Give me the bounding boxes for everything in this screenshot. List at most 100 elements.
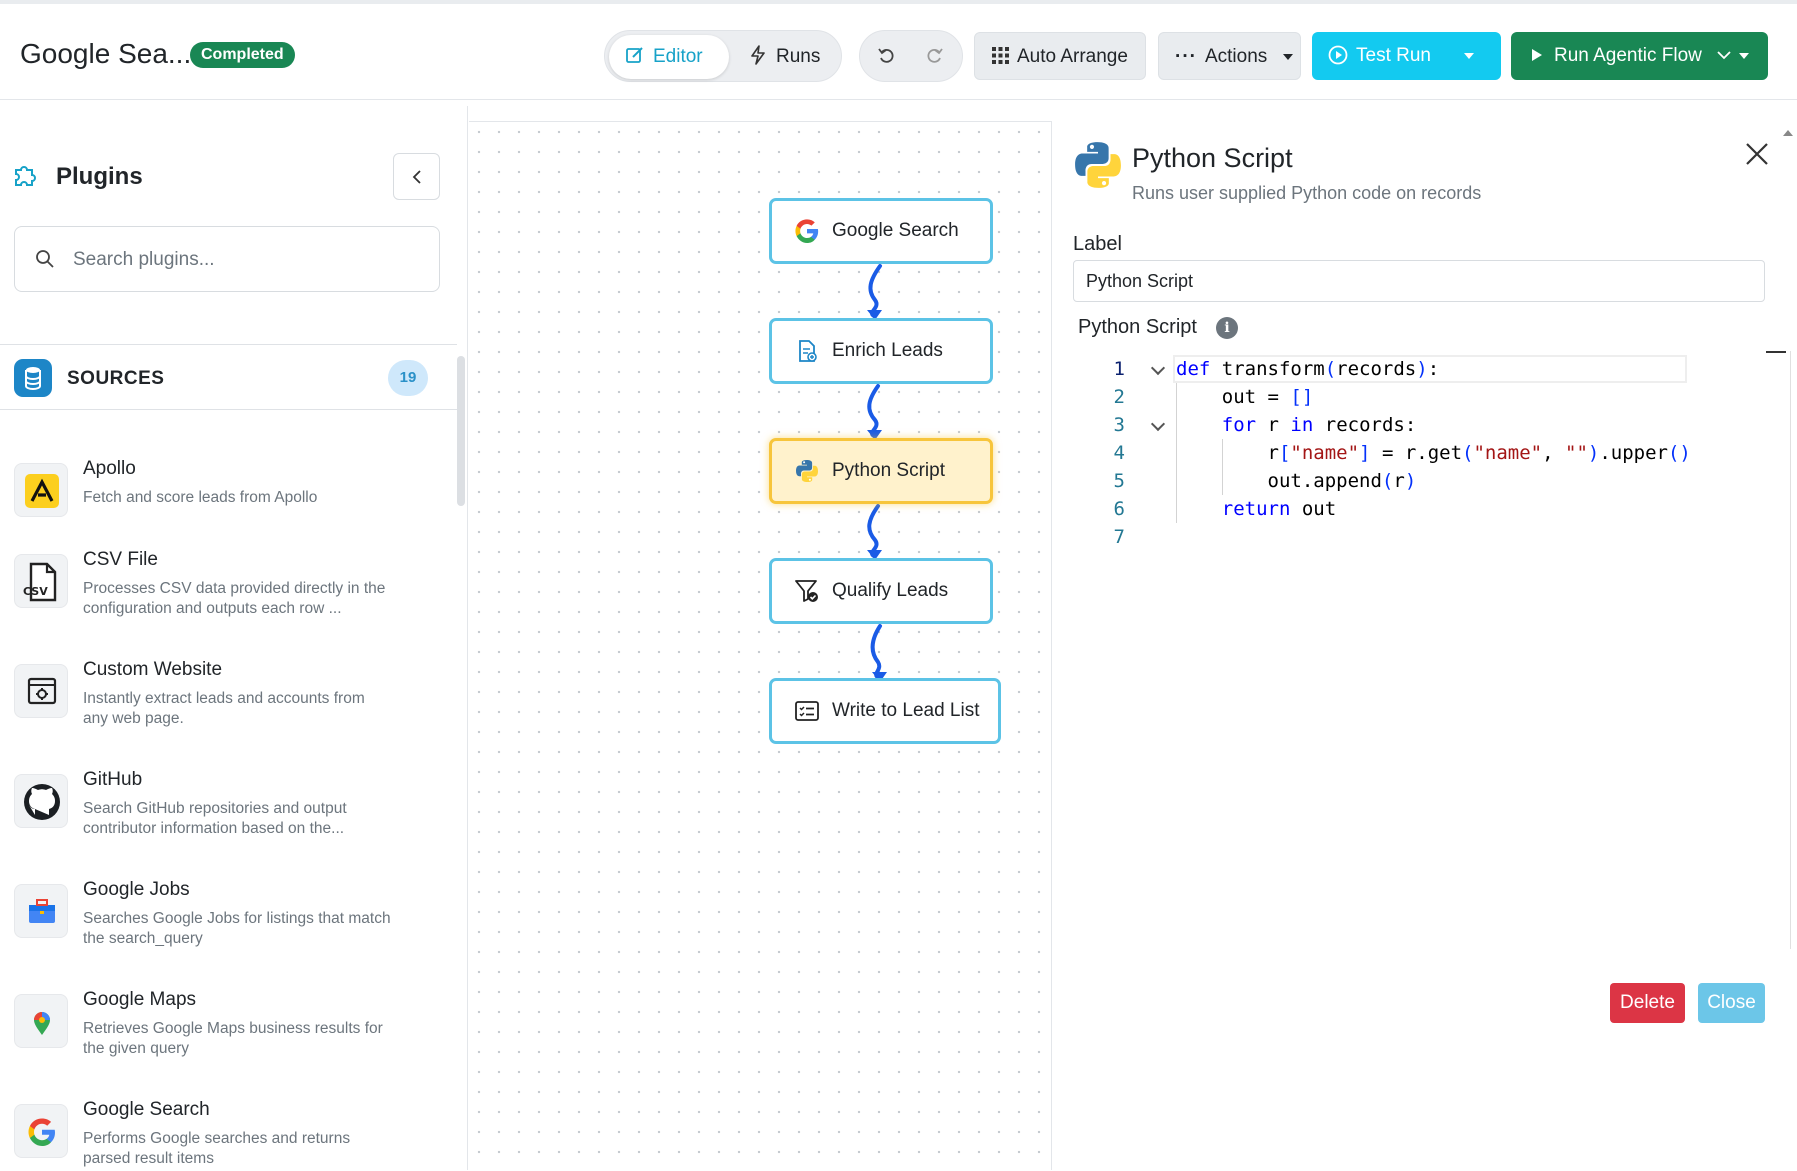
edge-3 bbox=[867, 504, 880, 558]
edge-2 bbox=[867, 384, 880, 438]
plugin-item-google-jobs[interactable]: Google Jobs Searches Google Jobs for lis… bbox=[0, 879, 460, 984]
code-line: 5 out.append(r) bbox=[1073, 467, 1773, 495]
sources-count-badge: 19 bbox=[388, 360, 428, 396]
run-flow-button[interactable]: Run Agentic Flow bbox=[1511, 32, 1768, 80]
plugin-item-csv-file[interactable]: CSV CSV File Processes CSV data provided… bbox=[0, 549, 460, 654]
filter-icon bbox=[795, 580, 818, 602]
delete-button[interactable]: Delete bbox=[1610, 983, 1685, 1023]
collapse-sidebar-button[interactable] bbox=[393, 153, 440, 200]
code-line: 1 def transform(records): bbox=[1073, 355, 1773, 383]
tab-runs[interactable]: Runs bbox=[733, 35, 837, 79]
test-run-caret-icon[interactable] bbox=[1464, 53, 1474, 59]
editor-scrollbar-edge bbox=[1790, 351, 1791, 949]
test-run-button[interactable]: Test Run bbox=[1312, 32, 1501, 80]
close-button[interactable]: Close bbox=[1698, 983, 1765, 1023]
node-label: Enrich Leads bbox=[832, 340, 943, 361]
label-field[interactable]: Python Script bbox=[1073, 260, 1765, 302]
csv-file-icon: CSV bbox=[14, 554, 68, 608]
line-number: 1 bbox=[1113, 358, 1125, 380]
node-label: Python Script bbox=[832, 460, 945, 481]
code-line: 6 return out bbox=[1073, 495, 1773, 523]
plugin-name: GitHub bbox=[83, 769, 143, 790]
sources-section-header[interactable]: SOURCES 19 bbox=[0, 344, 457, 410]
redo-icon[interactable] bbox=[924, 46, 944, 66]
fold-chevron-icon[interactable] bbox=[1150, 416, 1166, 432]
info-icon[interactable]: i bbox=[1216, 317, 1238, 339]
label-heading: Label bbox=[1073, 233, 1122, 255]
flow-node-python-script[interactable]: Python Script bbox=[769, 438, 993, 504]
plugin-description: Performs Google searches and returns par… bbox=[83, 1130, 351, 1167]
edit-icon bbox=[626, 47, 643, 63]
plugin-item-google-search[interactable]: Google Search Performs Google searches a… bbox=[0, 1099, 460, 1170]
code-text: out.append(r) bbox=[1176, 470, 1417, 492]
status-badge: Completed bbox=[190, 42, 295, 68]
tab-runs-label: Runs bbox=[776, 46, 821, 67]
code-line: 2 out = [] bbox=[1073, 383, 1773, 411]
edge-arrow-icon bbox=[867, 310, 882, 320]
flow-node-enrich-leads[interactable]: Enrich Leads bbox=[769, 318, 993, 384]
actions-dropdown[interactable]: ··· Actions bbox=[1158, 32, 1301, 80]
fold-chevron-icon[interactable] bbox=[1150, 360, 1166, 376]
indent-guide bbox=[1176, 383, 1177, 523]
run-flow-caret-icon[interactable] bbox=[1739, 53, 1749, 59]
node-label: Qualify Leads bbox=[832, 580, 949, 601]
plugin-name: Google Jobs bbox=[83, 879, 190, 900]
plugin-name: Custom Website bbox=[83, 659, 223, 680]
plugin-search-placeholder: Search plugins... bbox=[73, 249, 215, 270]
document-icon bbox=[799, 340, 817, 362]
code-line: 3 for r in records: bbox=[1073, 411, 1773, 439]
play-circle-icon bbox=[1328, 45, 1348, 65]
more-icon: ··· bbox=[1175, 46, 1197, 67]
auto-arrange-button[interactable]: Auto Arrange bbox=[974, 32, 1146, 80]
python-icon bbox=[1075, 142, 1121, 188]
chevron-left-icon bbox=[412, 170, 421, 184]
plugin-name: Google Search bbox=[83, 1099, 210, 1120]
github-icon bbox=[14, 774, 68, 828]
tab-editor-label: Editor bbox=[653, 46, 703, 67]
tab-editor[interactable]: Editor bbox=[609, 35, 729, 79]
plugin-description: Processes CSV data provided directly in … bbox=[83, 580, 386, 617]
lightning-icon bbox=[751, 45, 765, 65]
code-text: r["name"] = r.get("name", "").upper() bbox=[1176, 442, 1691, 464]
code-text: for r in records: bbox=[1221, 414, 1417, 436]
plugin-search-field[interactable]: Search plugins... bbox=[14, 226, 440, 292]
script-heading: Python Script bbox=[1078, 316, 1197, 338]
undo-icon[interactable] bbox=[877, 46, 897, 66]
flow-node-write-to-lead-list[interactable]: Write to Lead List bbox=[769, 678, 1001, 744]
code-editor[interactable]: 1 def transform(records): 2 out = [] 3 f… bbox=[1073, 351, 1793, 951]
plugin-name: Apollo bbox=[83, 458, 136, 479]
line-number: 3 bbox=[1113, 414, 1125, 436]
database-icon bbox=[14, 359, 52, 397]
plugin-description: Searches Google Jobs for listings that m… bbox=[83, 910, 391, 947]
auto-arrange-label: Auto Arrange bbox=[1017, 46, 1128, 67]
flow-title: Google Sea... bbox=[20, 38, 192, 69]
chevron-down-icon bbox=[1717, 51, 1731, 60]
actions-label: Actions bbox=[1204, 46, 1268, 67]
indent-guide bbox=[1222, 439, 1223, 495]
grid-icon bbox=[992, 47, 1009, 64]
flow-node-qualify-leads[interactable]: Qualify Leads bbox=[769, 558, 993, 624]
plugin-description: Fetch and score leads from Apollo bbox=[83, 489, 318, 506]
play-icon bbox=[1532, 49, 1542, 61]
plugins-sidebar: Plugins Search plugins... SOURCES 19 Apo… bbox=[0, 106, 468, 1170]
plugin-item-github[interactable]: GitHub Search GitHub repositories and ou… bbox=[0, 769, 460, 874]
flow-node-google-search[interactable]: Google Search bbox=[769, 198, 993, 264]
puzzle-icon bbox=[15, 166, 36, 186]
scroll-up-icon[interactable] bbox=[1782, 128, 1794, 138]
run-flow-label: Run Agentic Flow bbox=[1554, 45, 1702, 66]
plugin-item-apollo[interactable]: Apollo Fetch and score leads from Apollo bbox=[0, 458, 460, 563]
google-icon bbox=[14, 1104, 68, 1158]
plugin-item-google-maps[interactable]: Google Maps Retrieves Google Maps busine… bbox=[0, 989, 460, 1094]
code-line: 7 bbox=[1073, 523, 1773, 551]
plugin-description: Search GitHub repositories and output co… bbox=[83, 800, 347, 837]
close-icon[interactable] bbox=[1742, 139, 1772, 169]
minimap-slider[interactable] bbox=[1766, 351, 1786, 353]
history-controls bbox=[859, 30, 963, 82]
sources-label: SOURCES bbox=[67, 368, 165, 389]
plugin-name: Google Maps bbox=[83, 989, 197, 1010]
python-icon bbox=[796, 460, 818, 482]
plugin-item-custom-website[interactable]: Custom Website Instantly extract leads a… bbox=[0, 659, 460, 764]
browser-window-icon bbox=[14, 664, 68, 718]
flow-canvas[interactable]: Google Search Enrich Leads Python Script… bbox=[469, 121, 1051, 1170]
sidebar-scrollbar[interactable] bbox=[457, 356, 465, 506]
